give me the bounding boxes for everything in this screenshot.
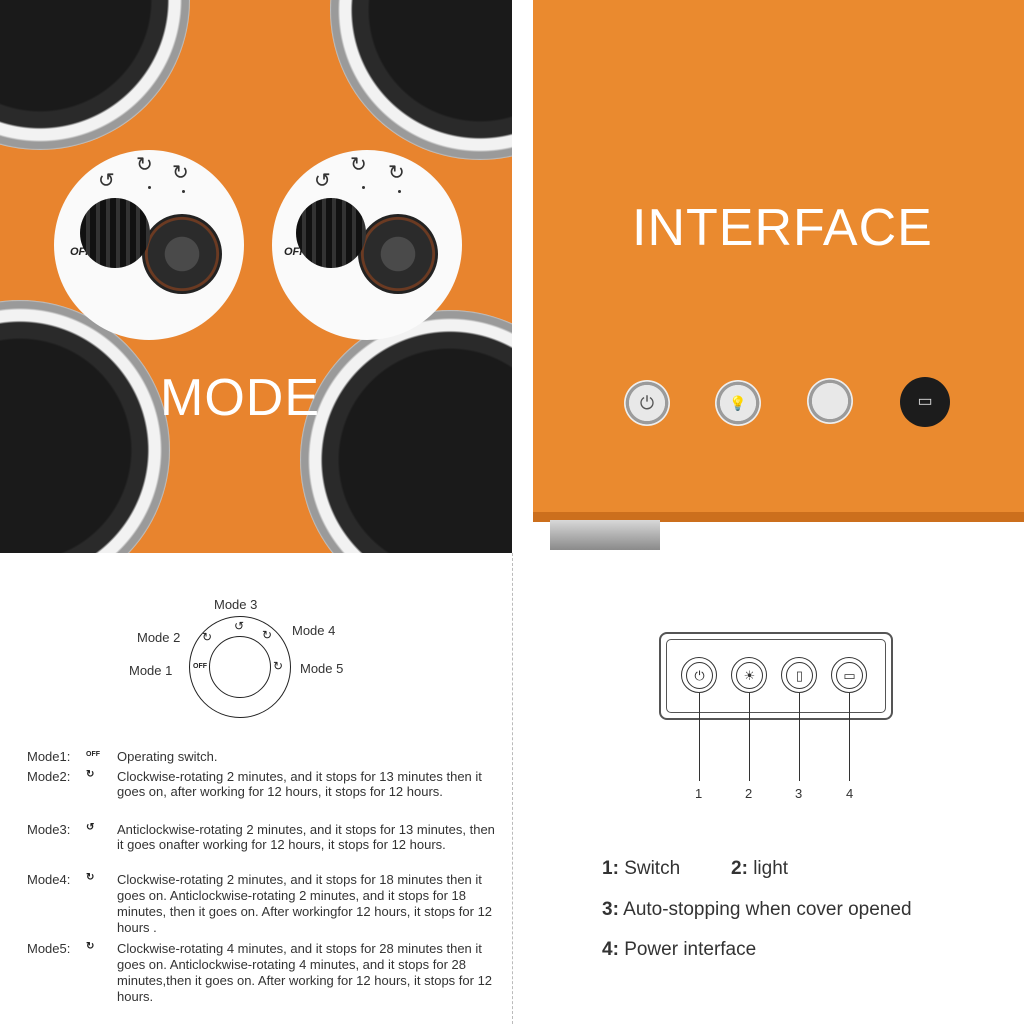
rotate-cw-icon: ↻ bbox=[202, 630, 213, 644]
legend-number: 2: bbox=[731, 858, 748, 879]
mode3-label: Mode3: bbox=[27, 822, 71, 837]
mode-dot bbox=[362, 186, 365, 189]
rotate-cw-icon: ↻ bbox=[86, 941, 95, 952]
mode2-label: Mode2: bbox=[27, 769, 71, 784]
rotate-ccw-icon: ↺ bbox=[234, 619, 245, 633]
mode-dot bbox=[182, 190, 185, 193]
rotate-cw-icon: ↻ bbox=[273, 659, 284, 673]
legend-text: Auto-stopping when cover opened bbox=[623, 899, 912, 920]
mode5-description: Clockwise-rotating 4 minutes, and it sto… bbox=[117, 941, 493, 1004]
mode-knob-right[interactable] bbox=[296, 198, 366, 268]
diagram-light-button: ☀ bbox=[731, 657, 767, 693]
mode-knob-left[interactable] bbox=[80, 198, 150, 268]
rotate-ccw-icon: ↺ bbox=[98, 170, 115, 192]
legend-item-1: 1: Switch bbox=[602, 858, 680, 880]
off-icon: OFF bbox=[86, 751, 100, 758]
usb-c-port-icon: ▭ bbox=[917, 393, 933, 410]
cover-sensor-icon bbox=[807, 378, 853, 424]
mode5-label: Mode5: bbox=[27, 941, 71, 956]
callout-number-3: 3 bbox=[795, 786, 803, 801]
mode4-label: Mode4: bbox=[27, 872, 71, 887]
mode-dot bbox=[398, 190, 401, 193]
legend-text: light bbox=[753, 858, 789, 879]
legend-text: Switch bbox=[624, 858, 681, 879]
power-icon: ⏻ bbox=[639, 393, 655, 413]
diagram-mode3-label: Mode 3 bbox=[214, 597, 258, 612]
section-divider bbox=[512, 553, 513, 1024]
winder-box-foot bbox=[550, 520, 660, 550]
leader-line bbox=[849, 693, 850, 781]
mode-knob-body-right bbox=[358, 214, 438, 294]
legend-text: Power interface bbox=[624, 939, 757, 960]
watch-holder-bottom-right bbox=[300, 310, 512, 553]
mode-title: MODE bbox=[160, 369, 320, 427]
diagram-power-port: ▭ bbox=[831, 657, 867, 693]
rotate-both-icon: ↻ bbox=[136, 154, 153, 176]
usb-c-port[interactable]: ▭ bbox=[900, 377, 950, 427]
rotate-cw-icon: ↻ bbox=[86, 769, 95, 780]
legend-item-2: 2: light bbox=[731, 858, 788, 880]
legend-item-4: 4: Power interface bbox=[602, 939, 756, 961]
mode2-description: Clockwise-rotating 2 minutes, and it sto… bbox=[117, 769, 482, 799]
diagram-mode4-label: Mode 4 bbox=[292, 623, 336, 638]
cover-sensor-button[interactable] bbox=[807, 378, 853, 424]
diagram-mode5-label: Mode 5 bbox=[300, 661, 344, 676]
callout-number-1: 1 bbox=[695, 786, 703, 801]
diagram-off-mark: OFF bbox=[193, 663, 207, 670]
light-bulb-icon: ☀ bbox=[736, 662, 763, 689]
leader-line bbox=[749, 693, 750, 781]
rotate-cw-icon: ↻ bbox=[86, 872, 95, 883]
usb-c-icon: ▭ bbox=[836, 662, 863, 689]
leader-line bbox=[799, 693, 800, 781]
watch-holder-top-left bbox=[0, 0, 190, 150]
rotate-both-icon: ↻ bbox=[350, 154, 367, 176]
rotate-cw-icon: ↻ bbox=[172, 162, 189, 184]
legend-number: 4: bbox=[602, 939, 619, 960]
diagram-mode1-label: Mode 1 bbox=[129, 663, 173, 678]
legend-number: 1: bbox=[602, 858, 619, 879]
mode4-description: Clockwise-rotating 2 minutes, and it sto… bbox=[117, 872, 493, 935]
mode1-description: Operating switch. bbox=[117, 749, 218, 764]
legend-number: 3: bbox=[602, 899, 619, 920]
power-button[interactable]: ⏻ bbox=[624, 380, 670, 426]
mode-photo-panel: ↺ ↻ ↻ OFF ↺ ↻ ↻ OFF MODE bbox=[0, 0, 512, 553]
mode-dot bbox=[148, 186, 151, 189]
winder-box-side bbox=[533, 0, 1024, 520]
mode3-description: Anticlockwise-rotating 2 minutes, and it… bbox=[117, 822, 495, 852]
light-bulb-icon: 💡 bbox=[729, 395, 747, 411]
interface-title: INTERFACE bbox=[632, 199, 933, 257]
mode1-label: Mode1: bbox=[27, 749, 71, 764]
light-button[interactable]: 💡 bbox=[715, 380, 761, 426]
interface-panel-outline bbox=[659, 632, 893, 720]
diagram-dial-center bbox=[209, 636, 271, 698]
door-icon: ▯ bbox=[786, 662, 813, 689]
callout-number-4: 4 bbox=[846, 786, 854, 801]
legend-item-3: 3: Auto-stopping when cover opened bbox=[602, 899, 912, 921]
rotate-cw-icon: ↻ bbox=[388, 162, 405, 184]
interface-panel-inner bbox=[666, 639, 886, 713]
rotate-ccw-icon: ↺ bbox=[86, 822, 95, 833]
rotate-cw-icon: ↻ bbox=[262, 628, 273, 642]
watch-holder-top-right bbox=[330, 0, 512, 160]
diagram-dial-ring bbox=[189, 616, 291, 718]
leader-line bbox=[699, 693, 700, 781]
rotate-ccw-icon: ↺ bbox=[314, 170, 331, 192]
diagram-mode2-label: Mode 2 bbox=[137, 630, 181, 645]
power-icon: ⏻ bbox=[686, 662, 713, 689]
winder-box-base bbox=[533, 512, 1024, 522]
diagram-switch-button: ⏻ bbox=[681, 657, 717, 693]
mode-knob-body-left bbox=[142, 214, 222, 294]
callout-number-2: 2 bbox=[745, 786, 753, 801]
diagram-cover-sensor: ▯ bbox=[781, 657, 817, 693]
